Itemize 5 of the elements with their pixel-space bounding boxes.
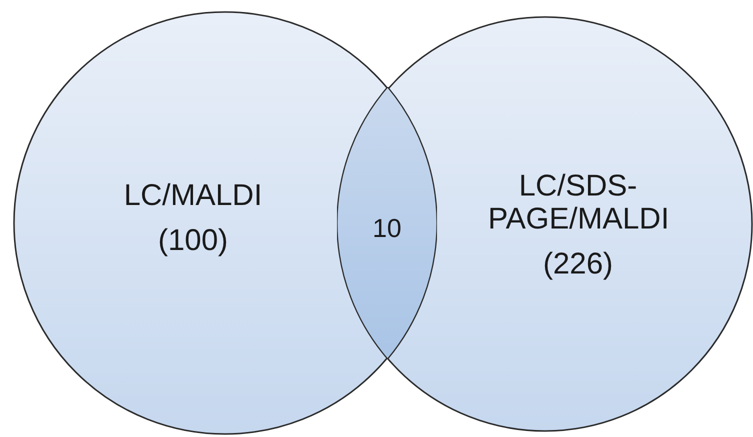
set-count: (226) [542,248,614,280]
overlap-count: 10 [372,212,402,246]
set-label: LC/SDS-PAGE/MALDI [488,170,668,236]
set-label: LC/MALDI [124,179,262,212]
set-count: (100) [158,224,228,257]
